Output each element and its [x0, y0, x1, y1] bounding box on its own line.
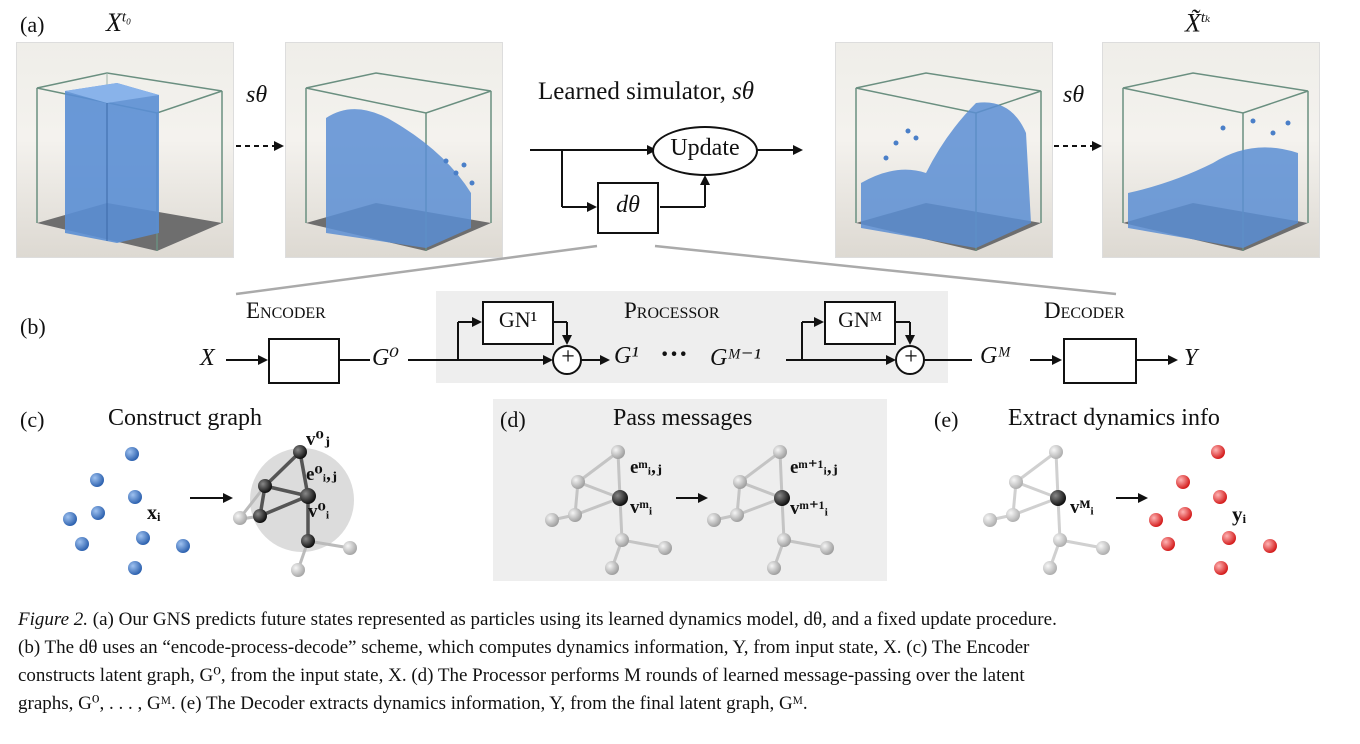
x-tilde-tk-label: X̃tₖ [1185, 8, 1211, 38]
sim-frame-4-image [1102, 42, 1320, 258]
v-i-m1-label: vᵐ⁺¹ᵢ [790, 498, 828, 519]
caption-line-1: Figure 2. (a) Our GNS predicts future st… [18, 609, 1057, 630]
e-ij-m-label: eᵐᵢ,ⱼ [630, 457, 662, 478]
red-particles [1149, 445, 1277, 575]
dashed-arrow-2 [1054, 141, 1102, 151]
pass-messages-illustration [545, 445, 834, 575]
x-i-label: xᵢ [147, 502, 161, 524]
caption-line-2: (b) The dθ uses an “encode-process-decod… [18, 637, 1030, 658]
panel-d-title: Pass messages [613, 405, 753, 431]
encoder-label: Encoder [246, 298, 326, 323]
decoder-box [1063, 338, 1137, 384]
s-theta-label-2: sθ [1063, 82, 1085, 108]
plus-2-label: + [904, 344, 918, 370]
decoder-label: Decoder [1044, 298, 1125, 323]
sim-frame-3-image [835, 42, 1053, 258]
plus-1-label: + [561, 344, 575, 370]
v-i0-label: v⁰ᵢ [308, 501, 330, 522]
zoom-connector-lines [235, 244, 1117, 296]
d-theta-box [597, 182, 659, 234]
e-ij0-label: e⁰ᵢ,ⱼ [306, 464, 337, 485]
v-i-m-label: vᵐᵢ [630, 497, 653, 518]
tank-wave [855, 72, 1042, 251]
y-i-label: yᵢ [1232, 502, 1247, 526]
gn1-label: GN¹ [498, 307, 538, 332]
x-input-label: X [200, 345, 215, 371]
encode-process-decode-diagram [226, 317, 1178, 375]
gnm-box [824, 301, 896, 345]
panel-e-title: Extract dynamics info [1008, 405, 1220, 431]
dashed-arrow-1 [236, 141, 284, 151]
construct-graph-illustration [63, 445, 357, 577]
g1-label: G¹ [614, 343, 639, 369]
v-i-M-label: vᴹᵢ [1070, 497, 1094, 518]
tank-splash-left [305, 72, 492, 251]
gm-minus1-label: Gᴹ⁻¹ [710, 345, 761, 371]
gm-label: Gᴹ [980, 343, 1011, 369]
extract-dynamics-illustration [983, 445, 1277, 575]
update-ellipse [652, 126, 758, 176]
processor-label: Processor [624, 298, 720, 323]
tank-initial-block [36, 72, 223, 251]
panel-label-b: (b) [20, 314, 46, 339]
gnm-label: GNᴹ [838, 307, 882, 332]
simulator-flow-diagram [530, 145, 803, 212]
y-output-label: Y [1184, 345, 1198, 371]
learned-simulator-title: Learned simulator, sθ [538, 78, 755, 105]
panel-label-a: (a) [20, 12, 45, 37]
gn1-box [482, 301, 554, 345]
x-t0-label: Xt₀ [106, 8, 132, 37]
figure-caption: Figure 2. (a) Our GNS predicts future st… [18, 606, 1348, 718]
g0-label: G⁰ [372, 345, 399, 371]
caption-line-4: graphs, G⁰, . . . , Gᴹ. (e) The Decoder … [18, 693, 808, 714]
s-theta-label-1: sθ [246, 82, 268, 108]
panel-label-c: (c) [20, 407, 45, 432]
d-theta-label: dθ [616, 192, 640, 218]
panel-label-e: (e) [934, 407, 959, 432]
caption-line-3: constructs latent graph, G⁰, from the in… [18, 665, 1025, 686]
sim-frame-1-image [16, 42, 234, 258]
update-label: Update [670, 135, 740, 161]
panel-label-d: (d) [500, 407, 526, 432]
blue-particles [63, 447, 190, 575]
v-j0-label: v⁰ⱼ [306, 429, 330, 450]
ellipsis-label: ··· [660, 339, 689, 370]
tank-settled [1122, 72, 1309, 251]
encoder-box [268, 338, 340, 384]
panel-c-title: Construct graph [108, 405, 262, 431]
e-ij-m1-label: eᵐ⁺¹ᵢ,ⱼ [790, 457, 838, 478]
sim-frame-2-image [285, 42, 503, 258]
